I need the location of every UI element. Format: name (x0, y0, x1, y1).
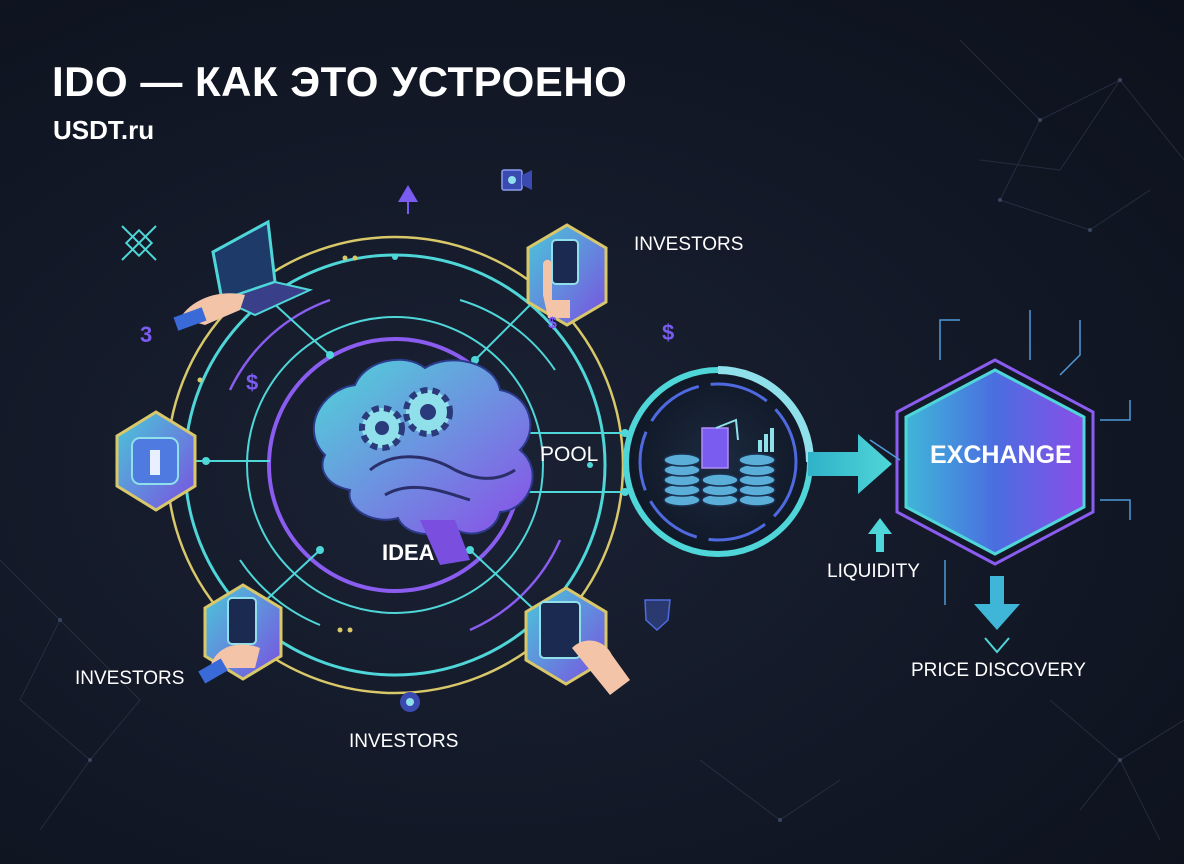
network-node-icon (121, 225, 157, 261)
tablet-hand-icon (524, 586, 630, 695)
background-dots (58, 78, 1122, 822)
camera-icon (501, 169, 532, 191)
decor-symbols: $ $ $ 3 (140, 315, 674, 395)
page-title: IDO — КАК ЭТО УСТРОЕНО (52, 58, 628, 105)
dollar-symbol: $ (246, 370, 258, 395)
page-subtitle: USDT.ru (53, 115, 155, 145)
coin-stacks-icon (663, 418, 776, 507)
brain-gears-icon (312, 358, 534, 565)
idea-label: IDEA (382, 540, 435, 565)
phone-hand-icon (526, 223, 608, 327)
bottom-node (400, 692, 420, 712)
pool-label: POOL (540, 443, 599, 466)
liquidity-label: LIQUIDITY (827, 561, 920, 582)
arrow-to-exchange (808, 434, 892, 494)
app-badge-icon (115, 410, 197, 512)
dollar-symbol: $ (548, 315, 557, 332)
dollar-symbol: $ (662, 320, 674, 345)
phone-hand-icon (198, 583, 283, 684)
investors-label-top: INVESTORS (634, 234, 744, 255)
warning-icon (398, 185, 418, 214)
exchange-label: EXCHANGE (930, 441, 1072, 469)
laptop-hand-icon (173, 219, 314, 331)
number-symbol: 3 (140, 322, 152, 347)
exchange-node (895, 358, 1095, 566)
shield-icon (644, 599, 671, 632)
investors-label-bottom: INVESTORS (349, 731, 459, 752)
scatter-dots (197, 255, 358, 633)
exchange-circuits (869, 310, 1131, 605)
price-discovery-label: PRICE DISCOVERY (911, 660, 1086, 681)
price-arrow-down-icon (974, 576, 1020, 654)
liquidity-arrow-up-icon (868, 518, 892, 552)
investors-label-left: INVESTORS (75, 668, 185, 689)
